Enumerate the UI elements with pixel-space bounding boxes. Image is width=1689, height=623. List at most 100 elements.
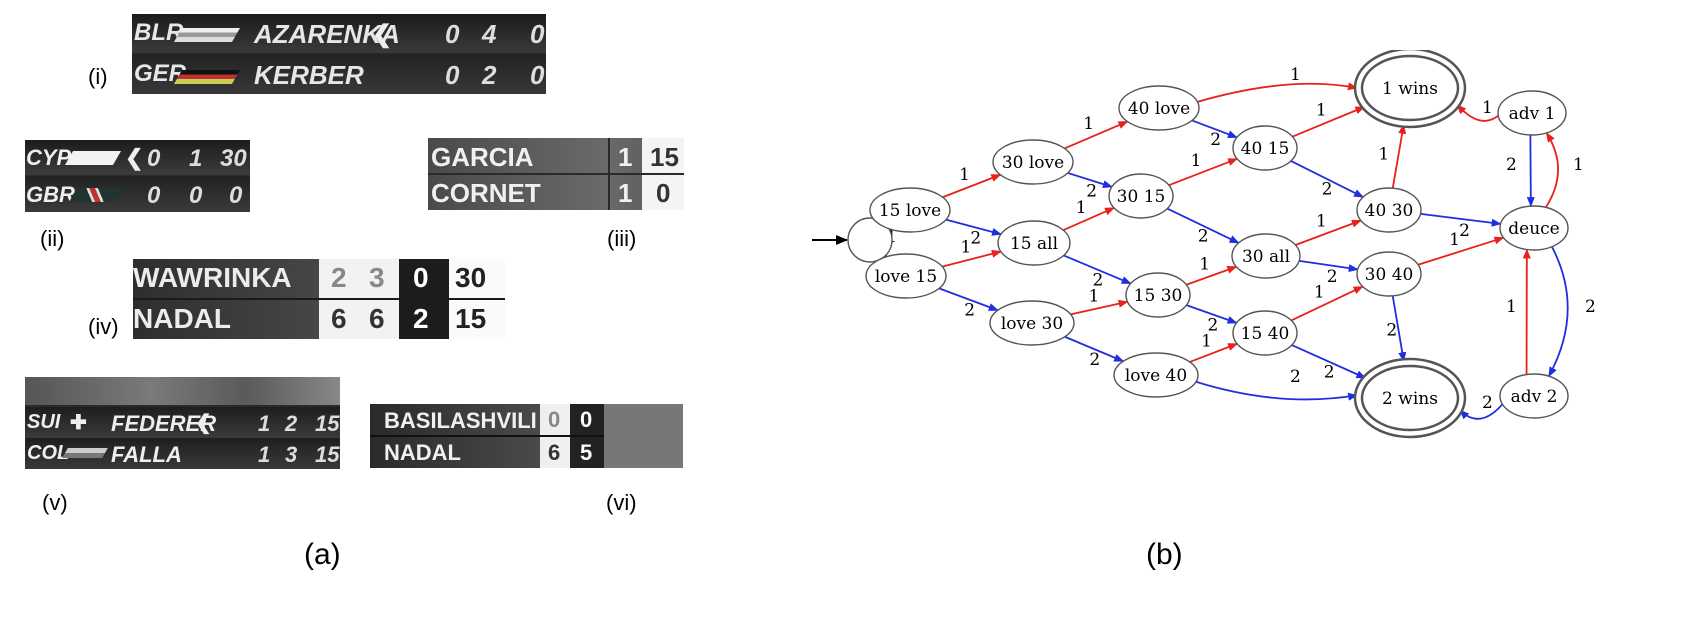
node-label: 30 40	[1365, 265, 1414, 285]
score-set1: 2	[331, 262, 347, 293]
edge-15love-to-15all	[945, 218, 1002, 236]
edge-label: 2	[1089, 350, 1100, 370]
edge-label: 2	[1210, 130, 1221, 150]
edge-1540-to-2wins	[1291, 344, 1367, 379]
country-code: SUI	[27, 411, 61, 433]
flag-icon	[64, 151, 122, 165]
node-30love: 30 love	[992, 139, 1074, 185]
node-label: love 40	[1125, 366, 1187, 386]
edge-label: 2	[1482, 393, 1493, 413]
scoreboard-iv: WAWRINKA 2 3 0 30 NADAL 6 6 2 15	[133, 259, 505, 339]
player-name: AZARENKA	[254, 19, 400, 49]
edge-label: 2	[1459, 221, 1470, 241]
edge-label: 1	[1316, 101, 1327, 121]
node-love30: love 30	[989, 300, 1075, 346]
score-set2: 3	[285, 442, 298, 467]
flag-icon	[173, 28, 241, 42]
country-code: GBR	[26, 182, 75, 207]
score-set2: 0	[580, 407, 593, 432]
tennis-game-state-graph: 121212121212121212121212121212121212 15 …	[812, 50, 1596, 439]
node-4030: 40 30	[1356, 187, 1422, 233]
score-game: 15	[455, 303, 487, 334]
scoreboard-row: BLR AZARENKA ❮ 0 4 0	[132, 14, 546, 54]
node-3015: 30 15	[1108, 173, 1174, 219]
label-i: (i)	[88, 64, 108, 89]
edge-label: 2	[1327, 267, 1338, 287]
score-game: 30	[220, 145, 247, 172]
edge-label: 2	[1386, 321, 1397, 341]
scoreboard-row: NADAL 6 6 2 15	[133, 299, 505, 339]
edge-deuce-to-adv1	[1545, 132, 1559, 208]
scoreboard-row: NADAL 6 5	[370, 436, 683, 468]
player-name: WAWRINKA	[133, 262, 292, 293]
node-label: love 15	[875, 267, 937, 287]
node-40love: 40 love	[1118, 85, 1200, 131]
score-set1: 1	[258, 442, 271, 467]
edge-label: 1	[1506, 297, 1517, 317]
node-label: 40 15	[1241, 139, 1290, 159]
node-label: love 30	[1001, 314, 1063, 334]
node-label: 1 wins	[1382, 79, 1438, 99]
score-set2: 5	[580, 440, 593, 465]
scoreboard-row: GER KERBER 0 2 0	[132, 54, 546, 94]
label-iii: (iii)	[607, 226, 637, 251]
node-3040: 30 40	[1356, 251, 1422, 297]
edge-label: 2	[1290, 367, 1301, 387]
scoreboard-row: CORNET 1 0	[428, 174, 684, 210]
score-set1: 0	[147, 145, 161, 172]
edge-love40-to-1540	[1189, 342, 1239, 363]
scoreboard-i: BLR AZARENKA ❮ 0 4 0 GER KERBER 0 2 0	[132, 14, 546, 94]
edge-label: 2	[1198, 227, 1209, 247]
serve-indicator-icon: ❮	[125, 145, 144, 170]
score-set2: 2	[285, 411, 298, 436]
edge-love15-to-love30	[938, 287, 999, 312]
edge-label: 1	[1201, 332, 1212, 352]
edge-3015-to-30all	[1166, 207, 1240, 244]
scoreboard-v: SUI ✚ FEDERER ❮ 1 2 15 COL FALLA 1 3 15	[25, 377, 340, 469]
score-set1: 1	[258, 411, 271, 436]
edge-love30-to-love40	[1064, 335, 1125, 363]
node-4015: 40 15	[1232, 125, 1298, 171]
flag-icon	[68, 188, 122, 202]
edge-30love-to-3015	[1067, 172, 1113, 188]
node-label: 15 30	[1134, 286, 1183, 306]
node-label: 30 all	[1242, 247, 1290, 267]
scoreboard-row: GBR 0 0 0	[25, 176, 250, 212]
score-game: 15	[315, 442, 340, 467]
edge-30all-to-3040	[1299, 259, 1359, 273]
scoreboard-row: SUI ✚ FEDERER ❮ 1 2 15	[25, 407, 340, 438]
score-set2: 3	[369, 262, 385, 293]
label-vi: (vi)	[606, 490, 637, 515]
edge-4015-to-4030	[1290, 160, 1365, 198]
serve-indicator-icon: ❮	[195, 412, 212, 434]
edge-label: 1	[1076, 198, 1087, 218]
edge-label: 2	[1093, 271, 1104, 291]
scoreboard-row: CYP ❮ 0 1 30	[25, 140, 250, 176]
score-set1: 0	[548, 407, 561, 432]
node-1wins: 1 wins	[1353, 50, 1467, 129]
edge-label: 1	[1290, 65, 1301, 85]
score-set2: 1	[189, 145, 203, 172]
serve-indicator-icon: ❮	[372, 21, 393, 48]
score-game: 30	[455, 262, 487, 293]
score-game: 0	[656, 178, 671, 208]
node-2wins: 2 wins	[1353, 357, 1467, 439]
edge-love40-to-2wins	[1195, 380, 1359, 401]
edge-label: 1	[1314, 283, 1325, 303]
score-game: 15	[315, 411, 340, 436]
node-1530: 15 30	[1125, 272, 1191, 318]
node-label: 15 love	[879, 201, 941, 221]
score-set2: 0	[189, 182, 203, 209]
score-set1: 0	[147, 182, 161, 209]
edge-1530-to-30all	[1186, 265, 1238, 286]
score-set3: 0	[530, 60, 545, 90]
node-start	[847, 217, 893, 263]
node-label: 30 15	[1117, 187, 1166, 207]
node-label: 15 all	[1010, 234, 1058, 254]
country-code: COL	[27, 442, 70, 464]
scoreboard-iii: GARCIA 1 15 CORNET 1 0	[428, 138, 684, 210]
player-name: GARCIA	[431, 142, 534, 172]
score-set1: 0	[445, 60, 460, 90]
node-label: 30 love	[1002, 153, 1064, 173]
player-name: CORNET	[431, 178, 541, 208]
